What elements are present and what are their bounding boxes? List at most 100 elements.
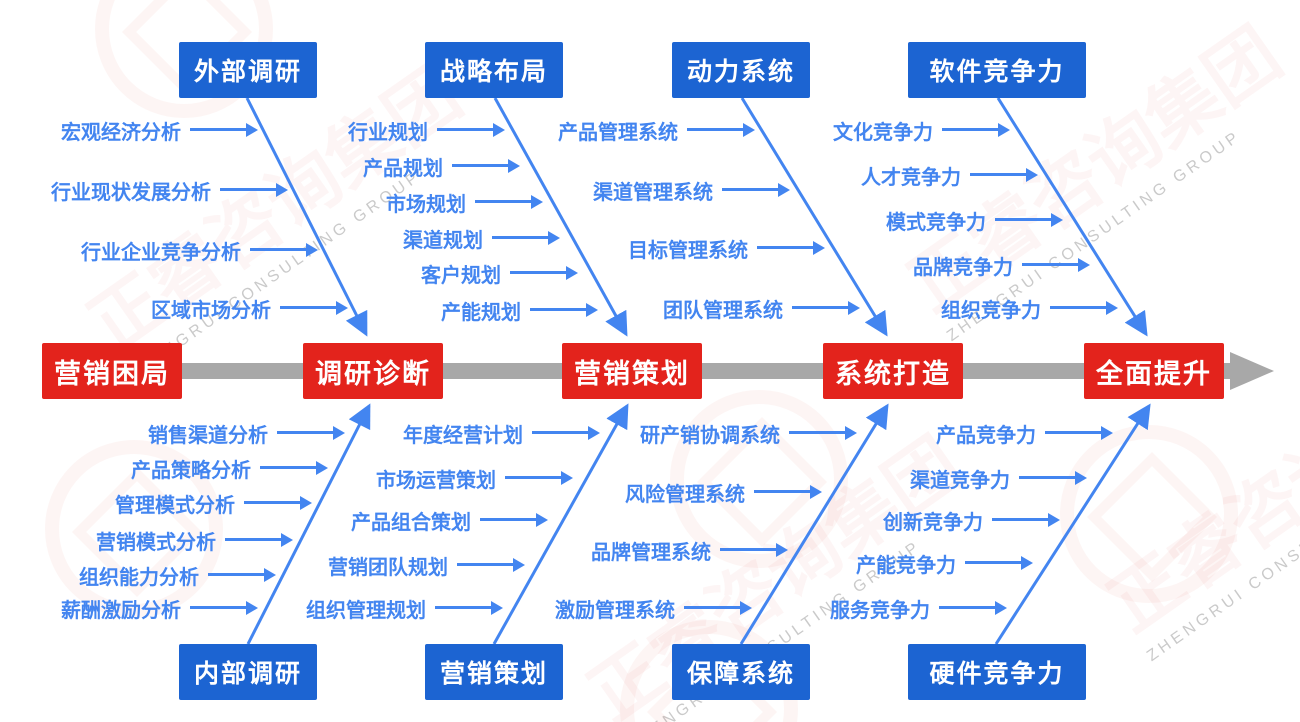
category-box-strategy-layout: 战略布局 <box>425 42 563 98</box>
branch-item: 市场运营策划 <box>376 464 573 492</box>
item-label: 客户规划 <box>421 264 501 287</box>
spine-node-2: 调研诊断 <box>303 343 443 399</box>
branch-item: 营销团队规划 <box>328 551 525 579</box>
arrow-right-icon <box>965 556 1033 570</box>
branch-item: 组织竞争力 <box>941 294 1118 322</box>
arrow-right-icon <box>992 513 1060 527</box>
branch-item: 服务竞争力 <box>830 594 1007 622</box>
arrow-right-icon <box>757 241 825 255</box>
category-box-hard-competitiveness: 硬件竞争力 <box>908 644 1086 700</box>
item-label: 产品竞争力 <box>936 424 1036 447</box>
arrow-right-icon <box>505 471 573 485</box>
item-label: 文化竞争力 <box>833 121 933 144</box>
arrow-right-icon <box>995 213 1063 227</box>
branch-item: 产品规划 <box>363 152 520 180</box>
branch-item: 目标管理系统 <box>628 234 825 262</box>
category-box-internal-research: 内部调研 <box>179 644 317 700</box>
arrow-right-icon <box>510 266 578 280</box>
branch-item: 产品组合策划 <box>351 506 548 534</box>
bone-line-bottom-3 <box>739 403 889 645</box>
arrow-right-icon <box>190 601 258 615</box>
branch-item: 产品管理系统 <box>558 116 755 144</box>
item-label: 团队管理系统 <box>663 299 783 322</box>
arrow-right-icon <box>720 543 788 557</box>
item-label: 模式竞争力 <box>886 211 986 234</box>
item-label: 人才竞争力 <box>861 166 961 189</box>
arrow-right-icon <box>190 123 258 137</box>
item-label: 宏观经济分析 <box>61 121 181 144</box>
item-label: 行业企业竞争分析 <box>81 241 241 264</box>
branch-item: 文化竞争力 <box>833 116 1010 144</box>
arrow-right-icon <box>492 231 560 245</box>
branch-item: 行业现状发展分析 <box>51 176 288 204</box>
item-label: 产品组合策划 <box>351 511 471 534</box>
item-label: 渠道管理系统 <box>593 181 713 204</box>
category-box-marketing-planning: 营销策划 <box>425 644 563 700</box>
item-label: 行业规划 <box>348 121 428 144</box>
category-box-soft-competitiveness: 软件竞争力 <box>908 42 1086 98</box>
item-label: 营销团队规划 <box>328 556 448 579</box>
spine-arrowhead-icon <box>1230 352 1274 390</box>
spine-node-1: 营销困局 <box>42 343 182 399</box>
arrow-right-icon <box>1022 258 1090 272</box>
spine-node-5: 全面提升 <box>1084 343 1224 399</box>
bone-line-top-2 <box>493 97 628 337</box>
branch-item: 年度经营计划 <box>403 419 600 447</box>
item-label: 服务竞争力 <box>830 599 930 622</box>
item-label: 组织能力分析 <box>79 566 199 589</box>
item-label: 产品策略分析 <box>131 459 251 482</box>
category-box-support-system: 保障系统 <box>672 644 810 700</box>
item-label: 激励管理系统 <box>555 599 675 622</box>
arrow-right-icon <box>1050 301 1118 315</box>
branch-item: 销售渠道分析 <box>148 419 345 447</box>
item-label: 产品规划 <box>363 157 443 180</box>
item-label: 产品管理系统 <box>558 121 678 144</box>
bone-line-bottom-2 <box>492 403 629 645</box>
branch-item: 客户规划 <box>421 259 578 287</box>
branch-item: 风险管理系统 <box>625 478 822 506</box>
item-label: 营销模式分析 <box>96 531 216 554</box>
arrow-right-icon <box>260 461 328 475</box>
category-box-external-research: 外部调研 <box>179 42 317 98</box>
branch-item: 产品策略分析 <box>131 454 328 482</box>
branch-item: 产能竞争力 <box>856 549 1033 577</box>
branch-item: 产能规划 <box>441 296 598 324</box>
arrow-right-icon <box>435 601 503 615</box>
arrow-right-icon <box>475 195 543 209</box>
item-label: 组织管理规划 <box>306 599 426 622</box>
arrow-right-icon <box>939 601 1007 615</box>
branch-item: 人才竞争力 <box>861 161 1038 189</box>
branch-item: 渠道管理系统 <box>593 176 790 204</box>
branch-item: 组织能力分析 <box>79 561 276 589</box>
arrow-right-icon <box>722 183 790 197</box>
branch-item: 区域市场分析 <box>151 294 348 322</box>
arrow-right-icon <box>970 168 1038 182</box>
branch-item: 团队管理系统 <box>663 294 860 322</box>
branch-item: 渠道竞争力 <box>910 464 1087 492</box>
branch-item: 薪酬激励分析 <box>61 594 258 622</box>
item-label: 市场运营策划 <box>376 469 496 492</box>
bone-line-bottom-1 <box>246 403 371 645</box>
category-box-power-system: 动力系统 <box>672 42 810 98</box>
item-label: 目标管理系统 <box>628 239 748 262</box>
branch-item: 管理模式分析 <box>115 489 312 517</box>
arrow-right-icon <box>792 301 860 315</box>
item-label: 年度经营计划 <box>403 424 523 447</box>
item-label: 创新竞争力 <box>883 511 983 534</box>
branch-item: 渠道规划 <box>403 224 560 252</box>
item-label: 风险管理系统 <box>625 483 745 506</box>
arrow-right-icon <box>280 301 348 315</box>
branch-item: 营销模式分析 <box>96 526 293 554</box>
item-label: 薪酬激励分析 <box>61 599 181 622</box>
branch-item: 品牌竞争力 <box>913 251 1090 279</box>
item-label: 品牌竞争力 <box>913 256 1013 279</box>
branch-item: 激励管理系统 <box>555 594 752 622</box>
branch-item: 宏观经济分析 <box>61 116 258 144</box>
item-label: 渠道竞争力 <box>910 469 1010 492</box>
arrow-right-icon <box>687 123 755 137</box>
bone-line-bottom-4 <box>994 403 1151 645</box>
arrow-right-icon <box>530 303 598 317</box>
branch-item: 行业企业竞争分析 <box>81 236 318 264</box>
bone-line-top-4 <box>996 97 1148 337</box>
